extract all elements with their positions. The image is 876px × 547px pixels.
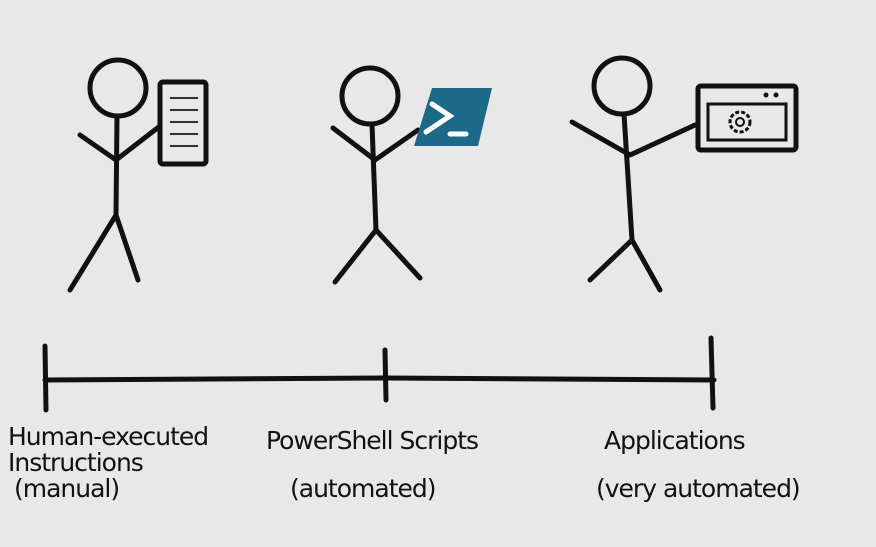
label-line: (very automated): [596, 474, 801, 503]
label-line: (automated): [290, 474, 437, 503]
application-window-icon: [695, 83, 799, 153]
label-line: Instructions: [8, 448, 144, 477]
document-icon: [157, 79, 209, 167]
automation-timeline: [42, 335, 717, 413]
label-line: PowerShell Scripts: [266, 426, 479, 455]
label-line: (manual): [14, 474, 120, 503]
stick-figure-scripts: [330, 65, 423, 285]
label-line: Applications: [604, 426, 746, 455]
label-manual: Human-executed Instructions (manual): [8, 422, 209, 503]
stick-figure-manual: [67, 57, 163, 293]
label-applications: Applications (very automated): [596, 426, 801, 502]
stick-figure-applications: [569, 55, 698, 293]
label-scripts: PowerShell Scripts (automated): [266, 426, 479, 503]
powershell-icon: [414, 88, 492, 146]
label-line: Human-executed: [8, 422, 209, 451]
